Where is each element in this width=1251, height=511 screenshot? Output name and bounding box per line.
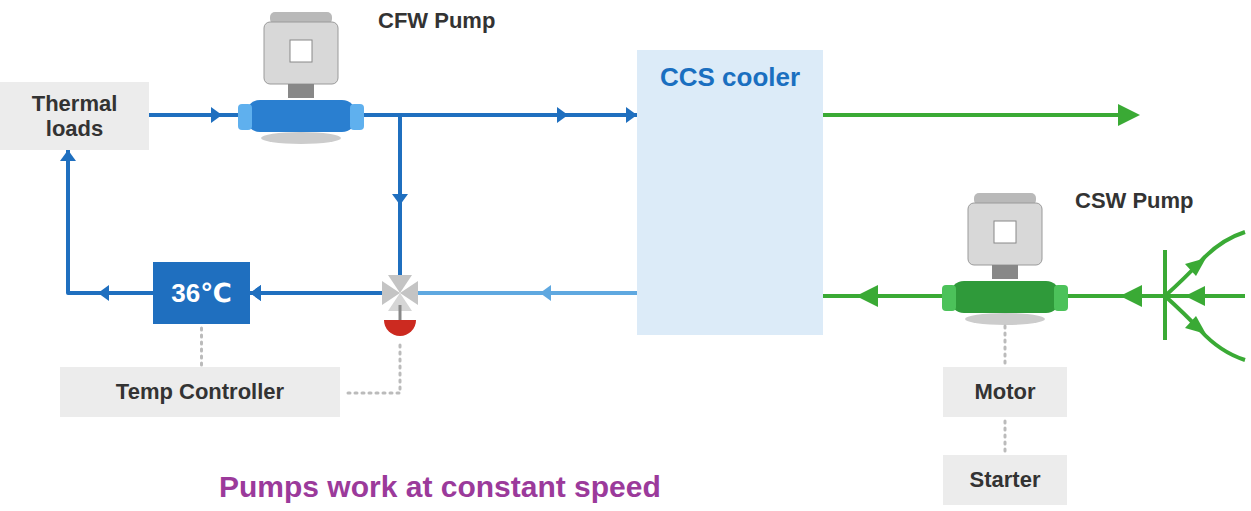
pipe-line [149, 115, 400, 275]
node-text: Motor [974, 379, 1035, 404]
controller-box: Temp Controller [60, 367, 340, 417]
node-text: CCS cooler [660, 62, 800, 93]
motor-box: Motor [943, 367, 1067, 417]
three-way-valve [346, 275, 418, 393]
arrow-head [60, 150, 76, 161]
arrow-head [250, 285, 261, 301]
arrow-head [626, 107, 637, 123]
node-text: Starter [970, 467, 1041, 492]
arrow-head [557, 107, 568, 123]
pipe-line [250, 291, 382, 295]
signal-line [201, 328, 202, 367]
node-text: Temp Controller [116, 379, 284, 404]
pipe-line [68, 150, 153, 293]
arrow-head [540, 285, 551, 301]
pipe-connector [250, 285, 637, 301]
setpoint-box: 36℃ [153, 262, 250, 324]
arrow-head [250, 285, 261, 301]
starter-box: Starter [943, 455, 1067, 505]
pipe-line [1004, 421, 1007, 455]
node-text: 36℃ [171, 278, 231, 309]
pump-label: CSW Pump [1075, 188, 1194, 214]
pump-label: CFW Pump [378, 8, 495, 34]
arrow-head [392, 194, 408, 205]
pipe-line [250, 291, 382, 295]
pipe-connector [60, 150, 153, 301]
pipe-line [418, 291, 637, 295]
load-box: Thermal loads [0, 82, 149, 150]
node-text: Thermal loads [10, 91, 139, 142]
cooler-band: CCS cooler [637, 50, 823, 335]
signal-line [1005, 421, 1006, 455]
csw-pump [942, 193, 1068, 364]
pipe-line [200, 328, 203, 367]
caption: Pumps work at constant speed [219, 470, 661, 504]
cfw-pump [238, 12, 364, 144]
arrow-head [98, 285, 109, 301]
